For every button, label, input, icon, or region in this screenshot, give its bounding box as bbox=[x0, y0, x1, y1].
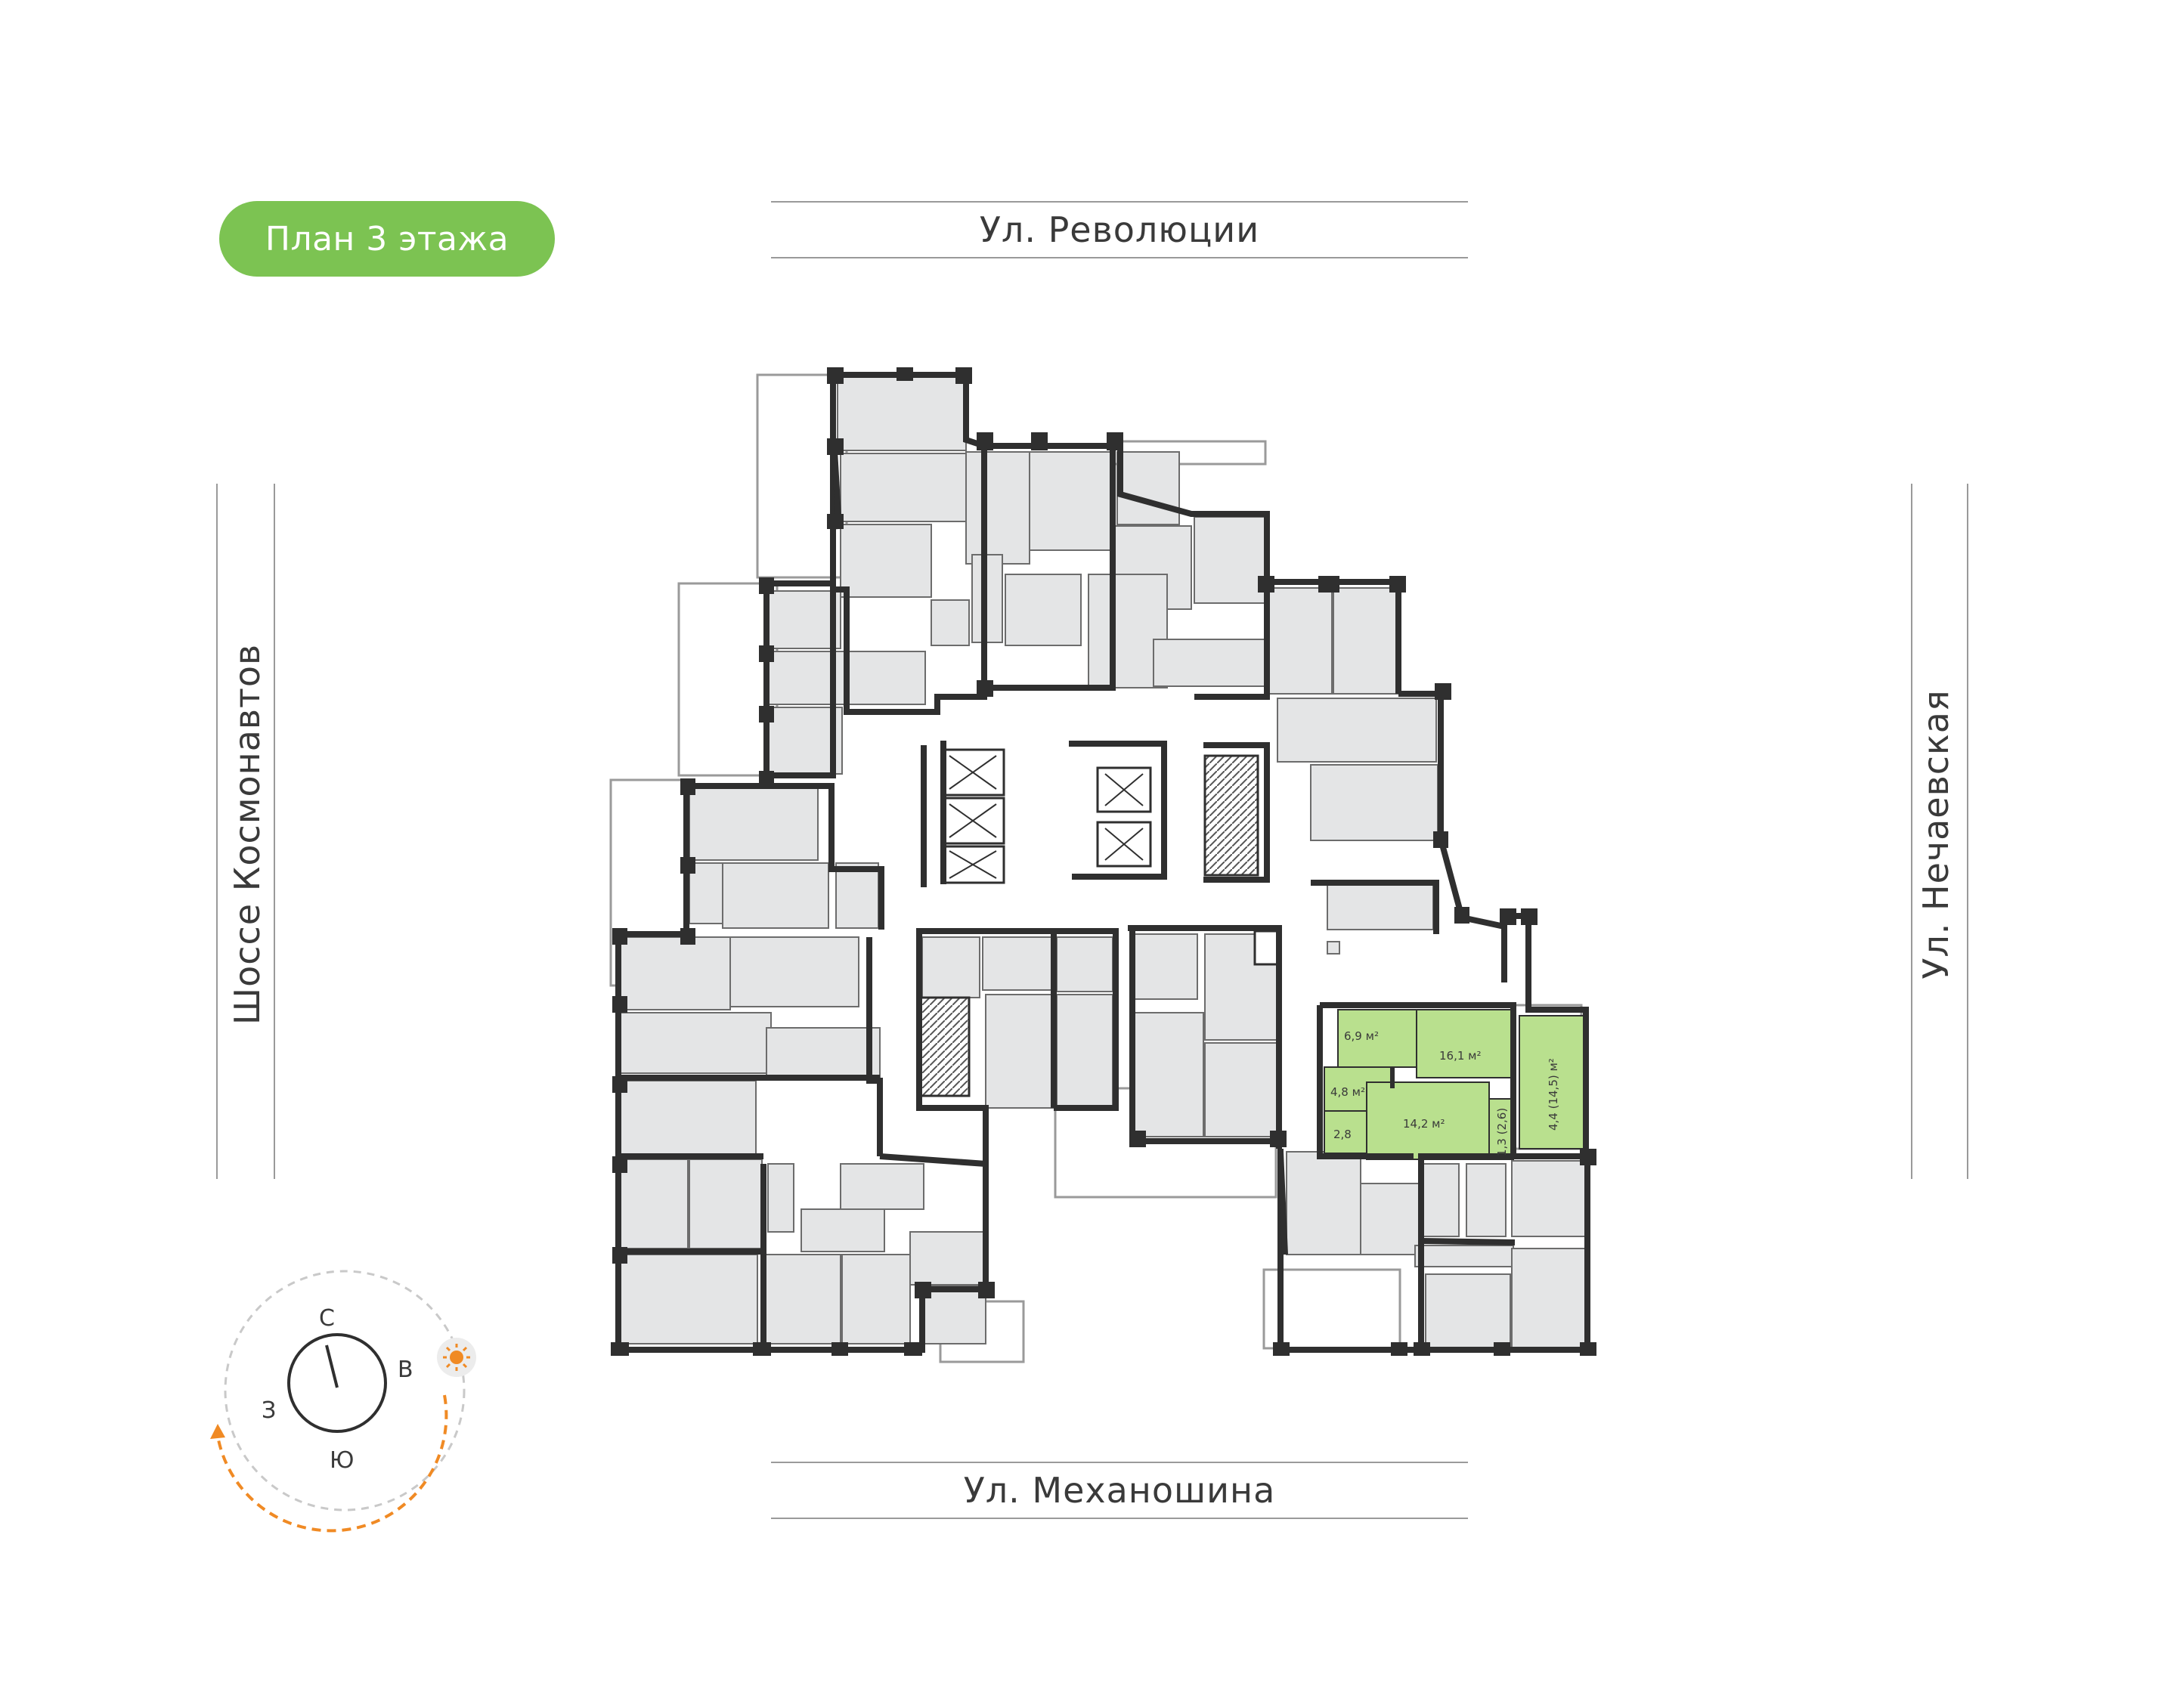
room bbox=[689, 785, 819, 861]
balcony-nw bbox=[677, 582, 779, 777]
east-street-line-right bbox=[1967, 484, 1968, 1179]
room bbox=[965, 451, 1030, 565]
apartment-room-6-9[interactable] bbox=[1337, 1009, 1417, 1068]
compass-south-label: Ю bbox=[330, 1447, 354, 1474]
east-street-line-left bbox=[1911, 484, 1912, 1179]
room bbox=[840, 1163, 924, 1210]
room bbox=[1194, 516, 1266, 604]
room-label-14-2: 14,2 м² bbox=[1403, 1117, 1445, 1131]
selected-apartment[interactable] bbox=[1324, 1009, 1587, 1160]
south-street-line-bottom bbox=[771, 1518, 1468, 1519]
room bbox=[766, 590, 841, 649]
floor-title-badge[interactable]: План 3 этажа bbox=[219, 201, 555, 277]
room bbox=[766, 707, 843, 775]
room bbox=[618, 1254, 758, 1344]
room bbox=[1204, 1042, 1278, 1137]
room bbox=[840, 453, 967, 522]
columns bbox=[611, 367, 1596, 1356]
room bbox=[923, 1286, 986, 1344]
south-street-line-top bbox=[771, 1462, 1468, 1463]
room bbox=[1414, 1245, 1514, 1267]
room bbox=[1327, 941, 1340, 955]
apartment-room-16-1[interactable] bbox=[1416, 1009, 1514, 1078]
room bbox=[1466, 1163, 1507, 1237]
room bbox=[1132, 933, 1198, 1000]
room bbox=[1286, 1151, 1361, 1255]
compass-east-label: В bbox=[398, 1357, 413, 1383]
room bbox=[982, 936, 1054, 991]
room bbox=[767, 1163, 794, 1233]
room bbox=[1327, 883, 1434, 930]
room bbox=[1056, 994, 1113, 1109]
room bbox=[689, 1159, 763, 1249]
room bbox=[1310, 764, 1438, 841]
room-label-4-8: 4,8 м² bbox=[1330, 1085, 1365, 1099]
apartment-labels: 6,9 м² 16,1 м² 4,8 м² 2,8 14,2 м² 1,3 (2… bbox=[1330, 1029, 1560, 1156]
room-label-16-1: 16,1 м² bbox=[1439, 1049, 1482, 1063]
room bbox=[619, 1080, 757, 1157]
room bbox=[1116, 451, 1180, 525]
street-label-south: Ул. Механошина bbox=[963, 1470, 1276, 1511]
stairwell-south bbox=[918, 996, 971, 1097]
west-street-line-left bbox=[216, 484, 218, 1179]
room bbox=[801, 1208, 885, 1252]
room bbox=[837, 376, 967, 451]
room-label-2-8: 2,8 bbox=[1333, 1128, 1352, 1141]
compass-path-ring bbox=[224, 1270, 466, 1512]
room-label-6-9: 6,9 м² bbox=[1344, 1029, 1379, 1043]
room bbox=[909, 1231, 986, 1286]
compass-needle bbox=[325, 1344, 339, 1388]
street-label-north: Ул. Революции bbox=[979, 209, 1260, 250]
room bbox=[840, 524, 932, 598]
room bbox=[1266, 587, 1333, 695]
room bbox=[1153, 639, 1268, 687]
apartment-balcony-4-4[interactable] bbox=[1519, 1015, 1587, 1149]
compass: С В Ю З bbox=[210, 1270, 476, 1533]
sun-icon bbox=[437, 1338, 476, 1377]
room bbox=[921, 936, 980, 998]
apartment-room-14-2[interactable] bbox=[1366, 1081, 1490, 1160]
north-street-line-top bbox=[771, 201, 1468, 203]
room bbox=[729, 936, 859, 1007]
room bbox=[1056, 936, 1113, 992]
room bbox=[1360, 1183, 1422, 1255]
room bbox=[1425, 1273, 1511, 1349]
room bbox=[619, 936, 731, 1010]
north-street-line-bottom bbox=[771, 257, 1468, 258]
floor-title: План 3 этажа bbox=[265, 219, 509, 258]
elevator-marks bbox=[949, 755, 1144, 879]
room bbox=[766, 1027, 881, 1078]
sun-path-arrow bbox=[210, 1424, 225, 1439]
room bbox=[619, 1159, 689, 1249]
sun-path-arc bbox=[216, 1394, 448, 1533]
room bbox=[1029, 451, 1112, 551]
rooms bbox=[618, 376, 1588, 1352]
apartment-room-1-3[interactable] bbox=[1488, 1098, 1514, 1160]
room bbox=[1333, 587, 1401, 695]
room bbox=[835, 862, 879, 929]
compass-west-label: З bbox=[262, 1397, 276, 1424]
room bbox=[1277, 698, 1437, 763]
room-label-1-3: 1,3 (2,6) bbox=[1495, 1108, 1509, 1156]
room bbox=[1132, 1012, 1204, 1137]
stairwell-north bbox=[1203, 754, 1259, 877]
compass-north-label: С bbox=[319, 1305, 335, 1332]
room bbox=[841, 1254, 911, 1344]
room bbox=[764, 1254, 841, 1344]
room bbox=[1511, 1248, 1588, 1352]
west-street-line-right bbox=[274, 484, 275, 1179]
room bbox=[931, 599, 970, 646]
room bbox=[1420, 1163, 1460, 1237]
balcony-se bbox=[1262, 1268, 1401, 1350]
room-label-4-4: 4,4 (14,5) м² bbox=[1547, 1058, 1560, 1131]
room bbox=[619, 1012, 772, 1074]
room bbox=[1005, 574, 1082, 646]
room bbox=[985, 994, 1054, 1109]
room bbox=[1511, 1160, 1588, 1237]
room bbox=[722, 862, 829, 929]
shaft bbox=[1253, 930, 1279, 966]
